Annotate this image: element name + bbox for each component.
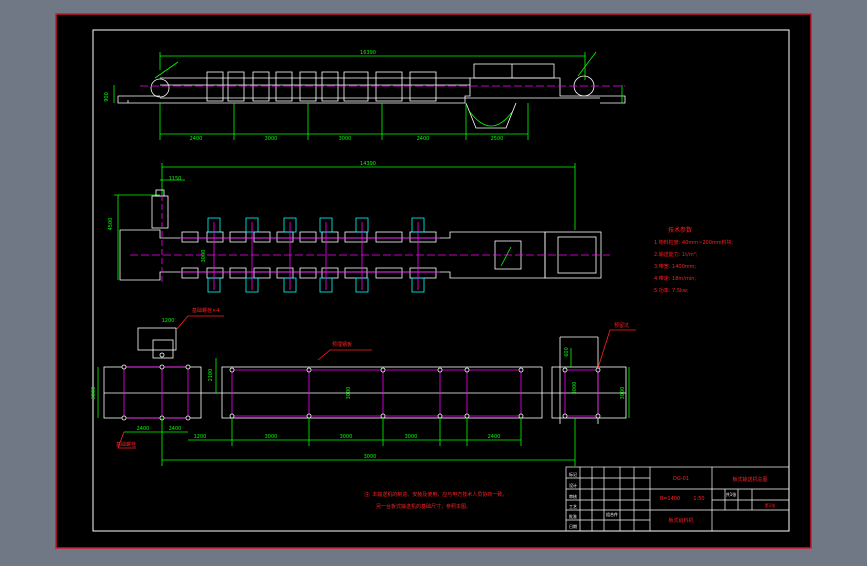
tb-row-label-2: 设计 — [569, 482, 577, 488]
leader-anchor: 基础螺栓 — [116, 441, 136, 448]
tb-model: B=1400 — [660, 496, 680, 502]
drawing-sheet — [55, 13, 812, 549]
dim-top-seg-3: 3000 — [339, 136, 352, 142]
dim-found-height-mid: 3000 — [346, 387, 352, 400]
dim-found-seg-4: 3000 — [405, 434, 418, 440]
anchor-bolts — [121, 352, 601, 421]
tech-line-4: 4.带速: 18m/min; — [654, 276, 696, 282]
dim-found-mid-width: 3000 — [572, 382, 578, 395]
dim-found-seg-2: 3000 — [265, 434, 278, 440]
elevation-view — [113, 51, 626, 140]
plan-view — [114, 163, 610, 293]
dim-found-left-bottom: 1200 — [162, 318, 175, 324]
tb-drawing-code: DG-01 — [673, 476, 689, 482]
dim-found-right-offset: 600 — [564, 347, 570, 357]
dim-top-total: 16390 — [360, 50, 376, 56]
note-line-1: 注: 本输送机的制造、安装及使用，应与甲方技术人员协商一致。 — [364, 491, 507, 498]
tb-drawing-name: 板式输送机总图 — [732, 476, 767, 483]
dim-found-left-seg-1: 2400 — [137, 426, 150, 432]
discharge-hopper — [465, 102, 517, 129]
leader-pit: 预留坑 — [614, 322, 629, 329]
foundation-pad-right — [551, 366, 627, 419]
dim-plan-offset: 1150 — [169, 176, 182, 182]
dim-top-seg-5: 2500 — [491, 136, 504, 142]
tech-line-5: 5.功率: 7.5kw; — [654, 287, 689, 294]
tb-sheet-no: 第1张 — [765, 502, 776, 508]
dim-found-offset: 2100 — [208, 369, 214, 382]
dim-plan-total: 14390 — [360, 161, 376, 167]
tb-material: 组合件 — [606, 511, 618, 517]
foundation-view — [97, 315, 636, 466]
dim-found-height-left: 3000 — [91, 387, 97, 400]
dim-found-seg-5: 2400 — [488, 434, 501, 440]
dim-found-seg-1: 1200 — [194, 434, 207, 440]
tech-title: 技术参数 — [668, 226, 692, 234]
tb-row-label-1: 标记 — [569, 471, 577, 477]
dim-found-total: 3000 — [364, 454, 377, 460]
dim-top-seg-1: 2400 — [190, 136, 203, 142]
dim-found-height-right: 3000 — [620, 387, 626, 400]
title-block — [565, 466, 790, 532]
tb-row-label-3: 审核 — [569, 493, 577, 499]
inner-border — [92, 29, 790, 532]
tb-row-label-4: 工艺 — [569, 504, 577, 509]
tb-sub-name: 板式给料机 — [668, 517, 693, 524]
dim-plan-left-height: 4500 — [108, 218, 114, 231]
tb-row-label-6: 日期 — [569, 523, 577, 529]
dim-top-seg-2: 3000 — [265, 136, 278, 142]
note-line-2: 另一台板式输送机的基础尺寸，参照本图。 — [376, 503, 471, 510]
dim-top-height: 900 — [104, 92, 110, 102]
leader-foundation-bolt: 基础螺栓×4 — [192, 307, 219, 314]
head-sprocket — [150, 78, 170, 98]
tech-parameters: 技术参数 1.物料粒度: 40mm~200mm料块; 2.输送能力: 1t/m³… — [654, 226, 734, 294]
tech-line-2: 2.输送能力: 1t/m³; — [654, 251, 698, 258]
dim-found-left-seg-2: 2400 — [169, 426, 182, 432]
dim-top-seg-4: 2400 — [417, 136, 430, 142]
tb-sheet: 共1张 — [726, 491, 737, 497]
tb-row-label-5: 批准 — [569, 513, 577, 519]
tb-scale: 1:50 — [693, 496, 704, 502]
dim-plan-width: 3000 — [201, 250, 207, 263]
dim-found-seg-3: 3000 — [340, 434, 353, 440]
leader-embedded-plate: 预埋钢板 — [332, 341, 352, 348]
tech-line-1: 1.物料粒度: 40mm~200mm料块; — [654, 239, 734, 246]
slat-pans — [206, 71, 437, 102]
tech-line-3: 3.带宽: 1400mm; — [654, 263, 697, 270]
